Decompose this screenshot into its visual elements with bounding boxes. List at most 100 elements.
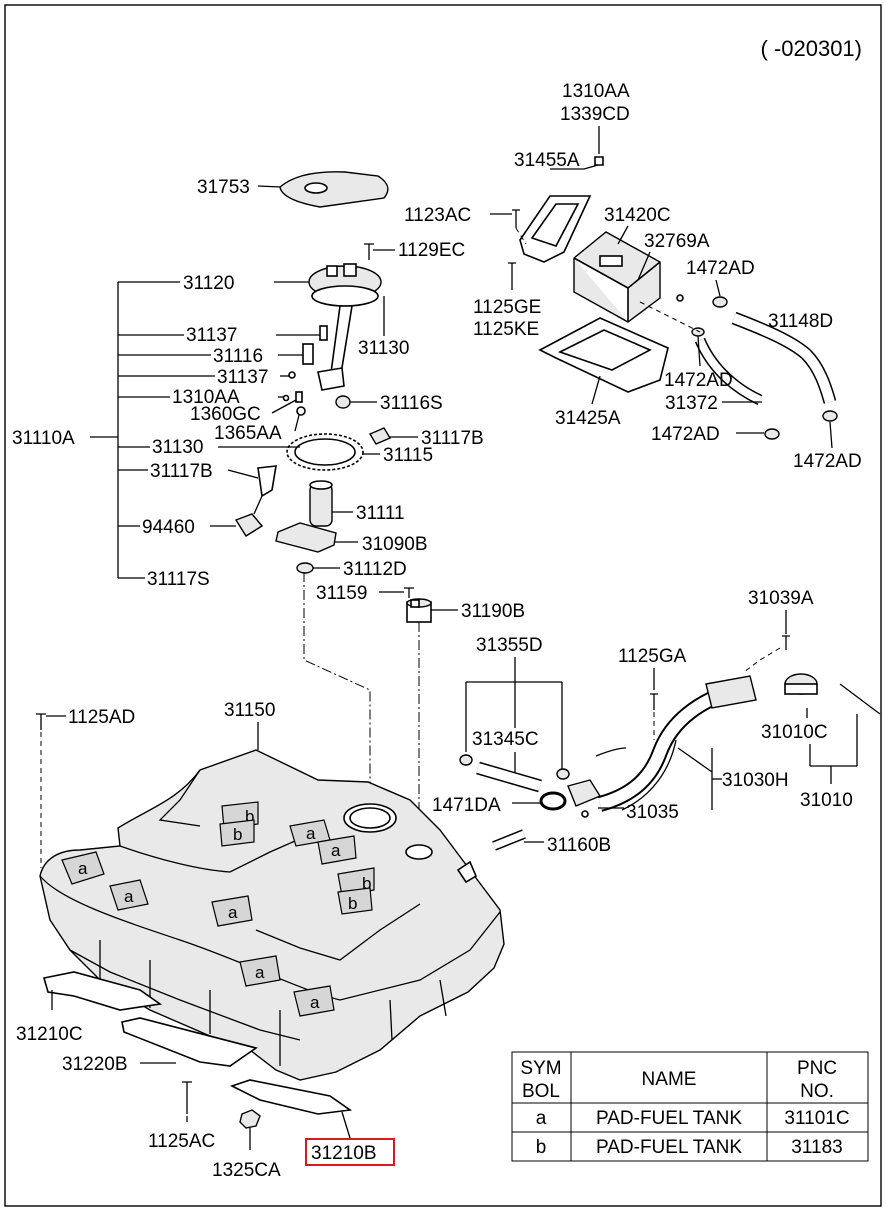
callout-31010C: 31010C (761, 722, 828, 743)
gasket-ring-31115 (286, 433, 364, 471)
legend-row-name: PAD-FUEL TANK (596, 1108, 742, 1129)
callout-31090B: 31090B (362, 534, 428, 555)
callout-31372: 31372 (665, 393, 718, 414)
gasket-31753 (279, 171, 389, 208)
legend-table: SYM BOL NAME PNC NO. a PAD-FUEL TANK 311… (511, 1051, 869, 1162)
guide-line-pump (303, 572, 371, 812)
callout-31116: 31116 (213, 346, 263, 367)
callout-31117B-left: 31117B (150, 461, 213, 482)
pad-a-label: a (124, 887, 134, 906)
callout-31110A: 31110A (12, 428, 75, 449)
legend-row-symbol: a (536, 1108, 547, 1129)
callout-1125GE: 1125GE (473, 297, 541, 318)
nut-1325CA (239, 1109, 261, 1129)
pad-a-label: a (228, 903, 238, 922)
callout-31112D: 31112D (343, 559, 407, 580)
callout-1472AD-a: 1472AD (686, 258, 755, 279)
callout-1339CD: 1339CD (560, 104, 630, 125)
canister-31420C (573, 231, 661, 323)
callout-31130-right: 31130 (358, 338, 409, 359)
callout-1360GC: 1360GC (190, 404, 261, 425)
strap-31210B (229, 1079, 353, 1115)
callout-1125AC: 1125AC (148, 1131, 215, 1152)
callout-31159: 31159 (316, 583, 367, 604)
fuel-tank-31150 (39, 749, 505, 1081)
callout-31115: 31115 (383, 445, 433, 466)
legend-header-pnc-2: NO. (800, 1081, 834, 1102)
pad-a-6: a (239, 955, 281, 987)
legend-row-pnc[interactable]: 31101C (784, 1108, 849, 1129)
callout-1310AA-left: 1310AA (172, 387, 240, 408)
filler-head (705, 675, 757, 709)
pad-b-4: b (337, 887, 373, 915)
pad-b-label: b (233, 825, 242, 844)
callout-1365AA: 1365AA (214, 423, 282, 444)
cap-31190B (406, 598, 432, 623)
nut-1339CD (594, 156, 604, 166)
pad-b-label: b (348, 894, 357, 913)
callout-1125GA: 1125GA (618, 646, 687, 667)
callout-31137-b: 31137 (217, 367, 268, 388)
callout-1472AD-b: 1472AD (664, 370, 733, 391)
legend-row-name: PAD-FUEL TANK (596, 1137, 742, 1158)
pad-b-2: b (219, 819, 255, 847)
callout-31420C: 31420C (604, 205, 671, 226)
pad-a-2: a (109, 879, 149, 911)
legend-header-sym-1: SYM (520, 1058, 561, 1079)
grommet-31112D (296, 562, 314, 574)
callout-31210B[interactable]: 31210B (311, 1143, 377, 1164)
pad-a-label: a (306, 824, 316, 843)
callout-94460: 94460 (142, 517, 195, 538)
grommet-31116S (335, 395, 351, 409)
callout-31010: 31010 (800, 790, 853, 811)
fuel-pump-31111 (309, 480, 333, 527)
legend-row-symbol: b (536, 1137, 547, 1158)
callout-1310AA-top: 1310AA (562, 81, 630, 102)
callout-31137-a: 31137 (186, 325, 237, 346)
callout-31148D: 31148D (768, 311, 833, 332)
sender-94460 (234, 513, 264, 537)
callout-32769A: 32769A (644, 231, 710, 252)
part-31116-shape (302, 343, 314, 365)
callout-1125AD: 1125AD (68, 707, 135, 728)
callout-31345C: 31345C (472, 729, 539, 750)
callout-31190B: 31190B (461, 601, 525, 622)
callout-31455A: 31455A (514, 150, 580, 171)
clamp-31035 (567, 779, 602, 807)
pad-a-label: a (331, 841, 341, 860)
callout-31150: 31150 (224, 700, 275, 721)
screw-1129EC (364, 243, 374, 260)
callout-31220B: 31220B (62, 1054, 128, 1075)
callout-31116S: 31116S (380, 393, 443, 414)
pad-a-label: a (78, 859, 88, 878)
pad-a-5: a (317, 835, 357, 865)
fuel-cap-31010C (784, 673, 818, 695)
legend-row-pnc[interactable]: 31183 (791, 1137, 842, 1158)
pad-a-label: a (255, 963, 265, 982)
callout-1472AD-c: 1472AD (651, 424, 720, 445)
legend-header-sym-2: BOL (522, 1081, 560, 1102)
clip-31117B (368, 427, 392, 445)
part-31137a-shape (319, 325, 328, 341)
callout-31355D: 31355D (476, 635, 543, 656)
highlight-box-31210B (305, 1138, 395, 1166)
legend-header-pnc-1: PNC (797, 1058, 837, 1079)
callout-31130-left: 31130 (152, 437, 203, 458)
pad-a-3: a (211, 895, 253, 927)
sender-94460-top (257, 465, 277, 498)
strap-31010 (839, 683, 881, 715)
pump-flange-31120 (308, 263, 382, 391)
seal-1471DA (539, 791, 567, 811)
callout-1125KE: 1125KE (473, 319, 539, 340)
pad-b-label: b (362, 874, 371, 893)
callout-31753: 31753 (197, 177, 250, 198)
pad-a-7: a (293, 985, 335, 1017)
callout-31210C: 31210C (16, 1024, 83, 1045)
pad-b-label: b (245, 807, 254, 826)
callout-1325CA: 1325CA (212, 1160, 281, 1181)
callout-tree-31110A (90, 281, 300, 579)
callout-31425A: 31425A (555, 408, 621, 429)
callout-1123AC: 1123AC (404, 205, 471, 226)
strainer-31090B (275, 522, 337, 553)
